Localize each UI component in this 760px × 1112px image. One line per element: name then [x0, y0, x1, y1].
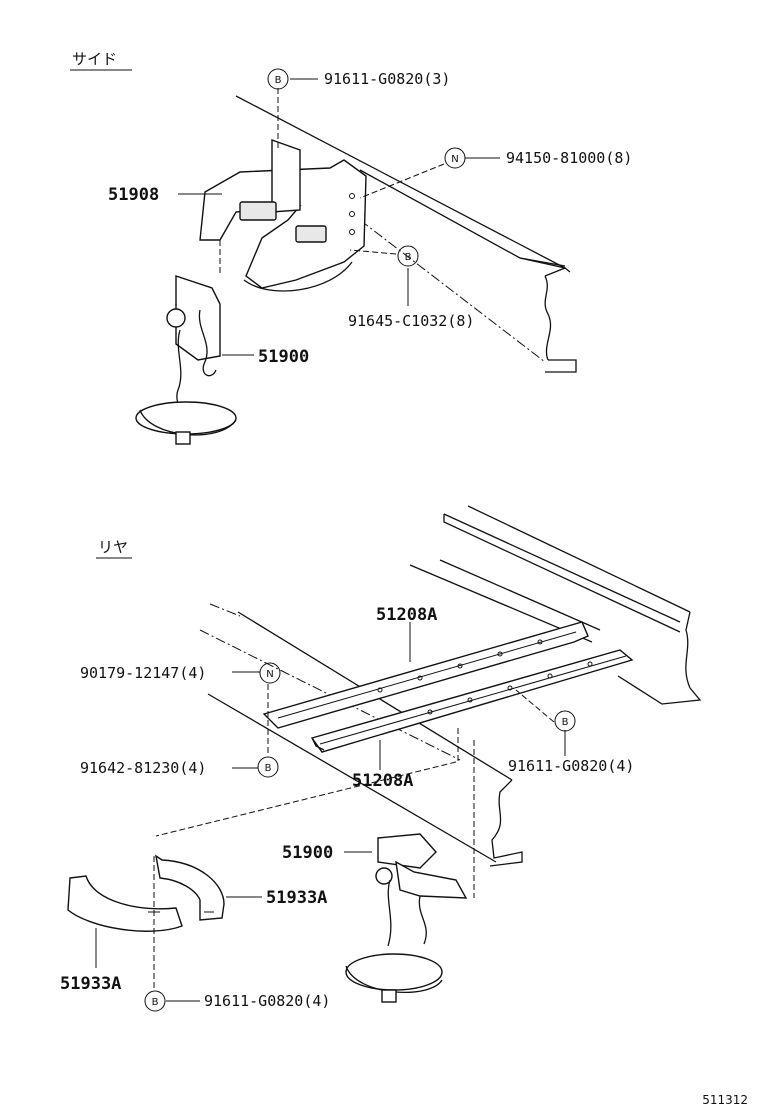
part-label-rail-top-51208A: 51208A [376, 605, 437, 625]
side-carrier-51900 [135, 240, 237, 445]
callout-rear-b3: B 91611-G0820(4) [144, 990, 330, 1012]
rear-ring-left-51933A [67, 856, 183, 990]
callout-rear-n: N 90179-12147(4) [80, 662, 281, 684]
part-label-rear-51900: 51900 [282, 843, 333, 863]
bolt-b-icon [267, 68, 289, 90]
part-label-rail-bottom-51208A: 51208A [352, 771, 413, 791]
part-number-label: 94150-81000(8) [506, 149, 632, 167]
part-number-label: 91611-G0820(4) [508, 757, 634, 775]
part-number-label: 91611-G0820(3) [324, 70, 450, 88]
rear-section: リヤ [60, 505, 702, 1012]
bolt-b-icon [257, 756, 279, 778]
svg-text:B: B [152, 997, 159, 1008]
part-number-label: 91645-C1032(8) [348, 312, 474, 330]
rear-ring-right-51933A [155, 854, 225, 921]
nut-n-icon [444, 147, 466, 169]
rear-rail-bottom-51208A [310, 649, 634, 753]
part-label-ring-left-51933A: 51933A [60, 974, 121, 994]
svg-text:B: B [265, 763, 272, 774]
part-number-label: 91611-G0820(4) [204, 992, 330, 1010]
bolt-b-icon [554, 710, 576, 732]
callout-side-n: N 94150-81000(8) [444, 147, 632, 169]
part-label-51908: 51908 [108, 185, 159, 205]
part-number-label: 90179-12147(4) [80, 664, 206, 682]
part-label-side-51900: 51900 [258, 347, 309, 367]
svg-text:N: N [451, 154, 458, 165]
callout-side-b2: B 91645-C1032(8) [348, 245, 474, 330]
rear-section-title: リヤ [98, 538, 128, 556]
bolt-b-icon [144, 990, 166, 1012]
side-section: サイド [70, 50, 632, 445]
svg-text:B: B [275, 75, 282, 86]
nut-n-icon [259, 662, 281, 684]
rear-frame [199, 505, 702, 867]
side-section-title: サイド [72, 50, 117, 68]
rear-rail-top-51208A [262, 621, 589, 729]
svg-text:B: B [562, 717, 569, 728]
callout-rear-b2: B 91611-G0820(4) [508, 710, 634, 775]
rear-carrier-51900 [155, 728, 475, 1003]
svg-text:N: N [266, 669, 273, 680]
svg-text:B: B [405, 252, 412, 263]
callout-side-b1: B 91611-G0820(3) [267, 68, 450, 90]
part-label-ring-right-51933A: 51933A [266, 888, 327, 908]
diagram-code: 511312 [702, 1093, 748, 1107]
side-bracket-51908 [199, 139, 367, 292]
callout-rear-b1: B 91642-81230(4) [80, 756, 279, 778]
bolt-b-icon [397, 245, 419, 267]
side-frame-rail [235, 95, 577, 373]
part-number-label: 91642-81230(4) [80, 759, 206, 777]
